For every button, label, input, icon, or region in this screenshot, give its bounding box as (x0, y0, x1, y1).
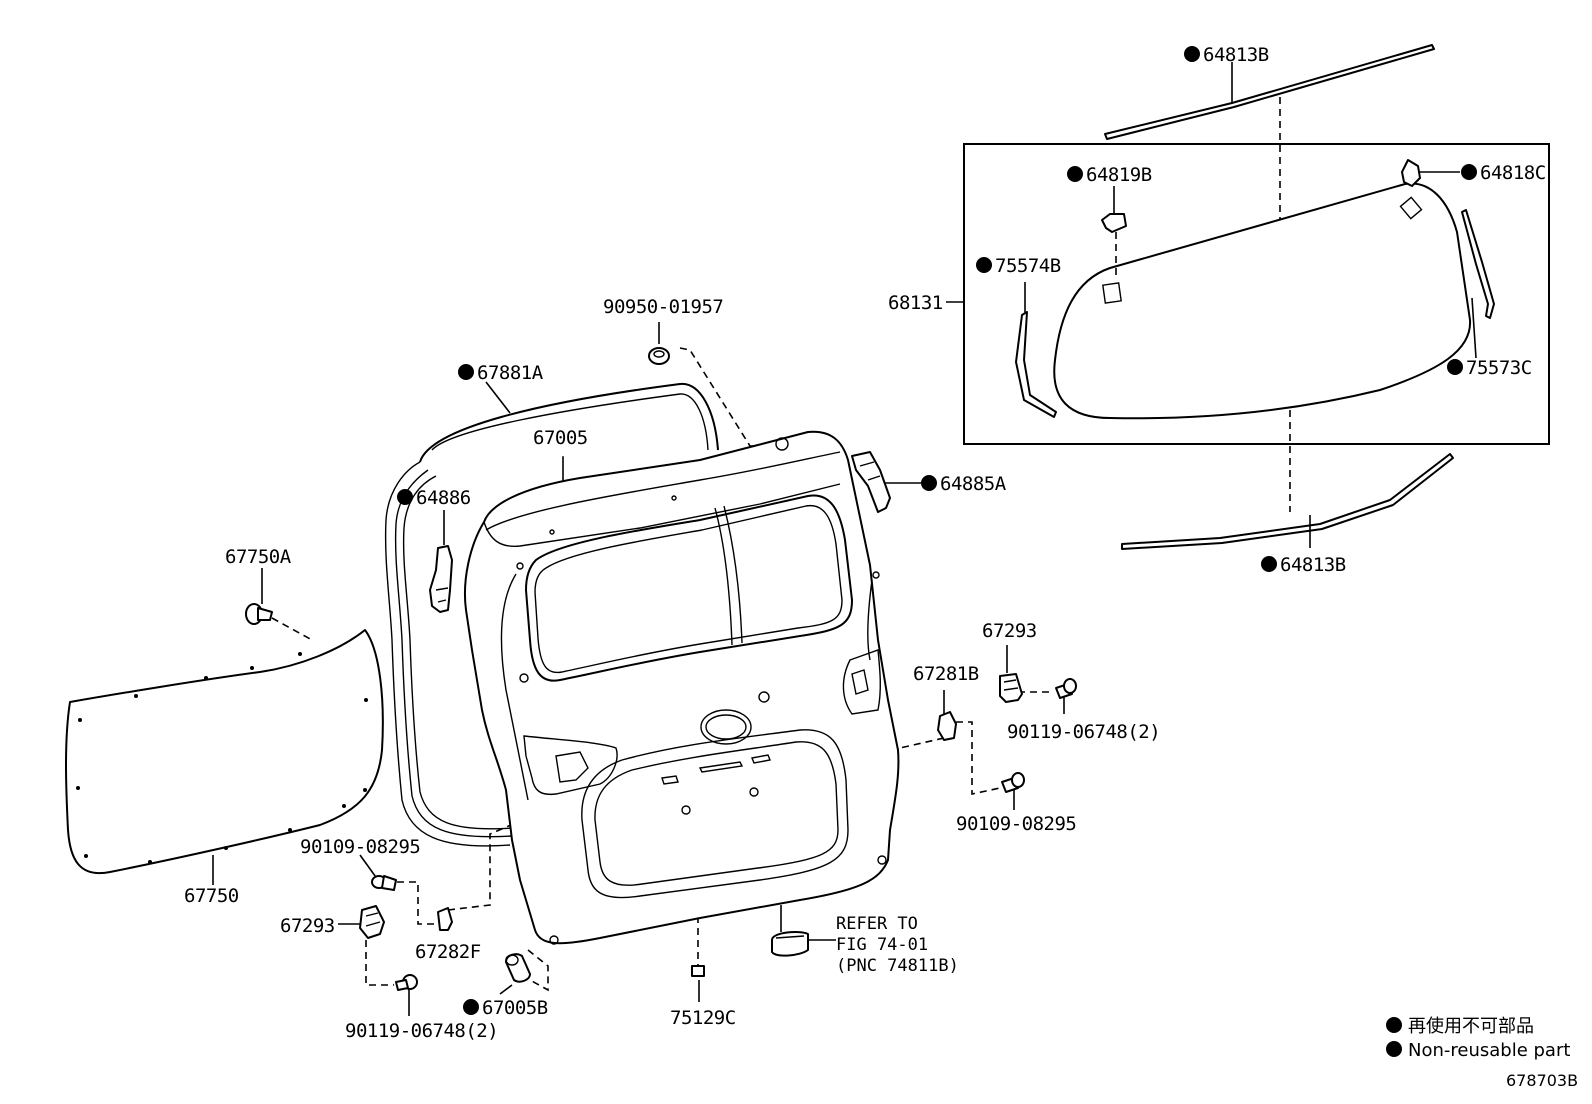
glass-group (963, 44, 1550, 550)
label-90119-06748-right: 90119-06748(2) (1007, 721, 1160, 743)
label-67281b: 67281B (913, 663, 979, 685)
label-67881a: 67881A (477, 362, 544, 384)
leader-lines (212, 62, 1477, 1016)
grommet-90950-01957 (648, 347, 670, 365)
label-64885a: 64885A (940, 473, 1007, 495)
label-67293-left: 67293 (280, 915, 335, 937)
label-90109-08295-left: 90109-08295 (300, 836, 420, 858)
label-64819b: 64819B (1086, 164, 1152, 186)
trim-board-67750 (65, 629, 384, 875)
clip-75129c (691, 965, 705, 977)
seal-75573c (1461, 209, 1495, 319)
label-75574b: 75574B (995, 255, 1061, 277)
label-68131: 68131 (888, 292, 943, 314)
diagram-code: 678703B (1506, 1071, 1578, 1090)
bracket-64885a (851, 451, 891, 513)
label-75129c: 75129C (670, 1007, 736, 1029)
clip-64818c (1401, 159, 1421, 187)
clip-64819b (1101, 213, 1127, 233)
moulding-64813b-bottom (1121, 453, 1454, 550)
label-64813b-top: 64813B (1203, 44, 1269, 66)
label-64886: 64886 (416, 487, 471, 509)
back-door-panel-67005 (463, 430, 900, 945)
label-64813b-bottom: 64813B (1280, 554, 1346, 576)
label-90109-08295-right: 90109-08295 (956, 813, 1076, 835)
rear-glass-68131 (1053, 182, 1472, 420)
refer-line-2: FIG 74-01 (836, 935, 928, 955)
label-67750: 67750 (184, 885, 239, 907)
label-67005: 67005 (533, 427, 588, 449)
label-67750a: 67750A (225, 546, 292, 568)
legend-jp: 再使用不可部品 (1408, 1016, 1534, 1037)
legend-en: Non-reusable part (1408, 1040, 1570, 1061)
refer-line-1: REFER TO (836, 914, 918, 934)
part-labels: 64813B 64819B 64818C 75574B 68131 75573C… (184, 44, 1546, 1042)
bumper-67282f (437, 907, 453, 931)
label-64818c: 64818C (1480, 162, 1546, 184)
bracket-64886 (429, 545, 453, 613)
trim-board-holes (76, 652, 368, 864)
label-90119-06748-left: 90119-06748(2) (345, 1020, 498, 1042)
small-parts (65, 347, 1077, 991)
non-reusable-dots (397, 46, 1477, 1057)
stopper-67293-right (999, 673, 1023, 703)
label-67005b: 67005B (482, 997, 548, 1019)
refer-line-3: (PNC 74811B) (836, 956, 959, 976)
legend: 再使用不可部品 Non-reusable part 678703B (1408, 1016, 1578, 1090)
glass-alignment-line (1279, 97, 1291, 512)
weatherstrip-67881a (384, 382, 719, 847)
glass-pad-left (1102, 282, 1122, 304)
stopper-67293-left (359, 905, 385, 939)
bumper-67281b (937, 711, 957, 741)
moulding-64813b-top (1104, 44, 1435, 140)
seal-75574b (1015, 311, 1057, 418)
glass-pad-right (1399, 196, 1423, 220)
label-90950-01957: 90950-01957 (603, 296, 723, 318)
emblem (700, 709, 752, 745)
label-75573c: 75573C (1466, 357, 1532, 379)
label-67282f: 67282F (415, 941, 481, 963)
label-67293-right: 67293 (982, 620, 1037, 642)
glass-enclosure-box (963, 143, 1550, 445)
